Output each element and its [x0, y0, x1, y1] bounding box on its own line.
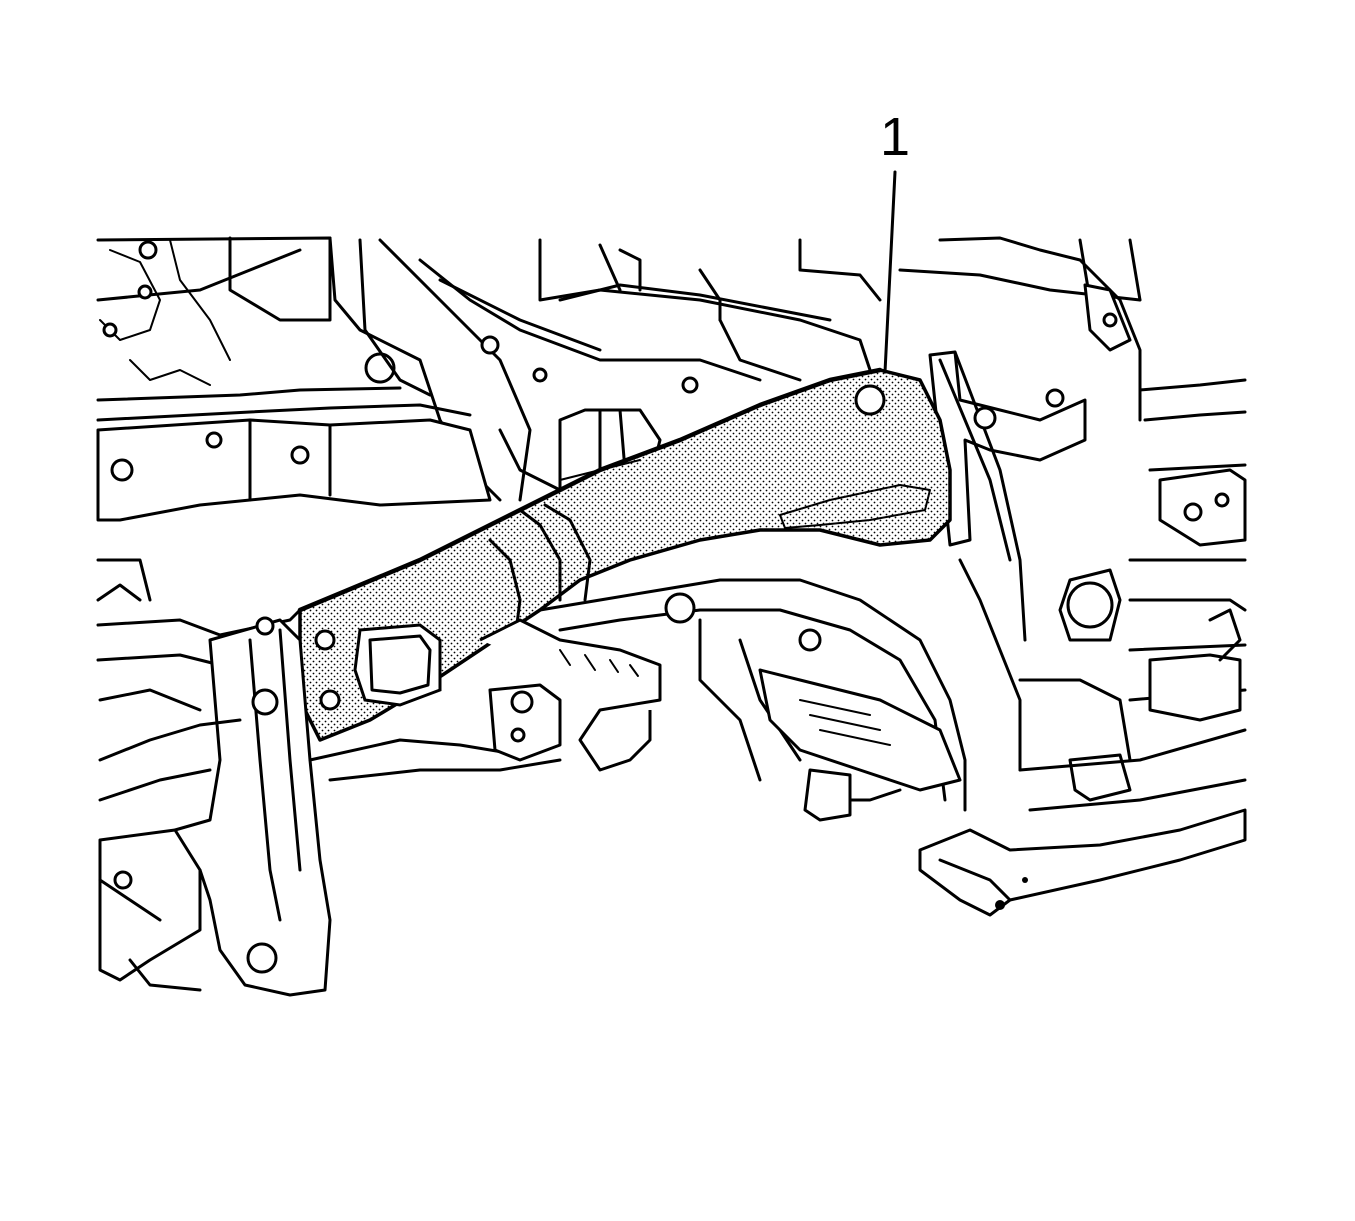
highlighted-frame-rail	[297, 367, 952, 742]
callout-1-leader	[883, 170, 897, 374]
lower-structure	[96, 558, 1247, 997]
callout-1-label: 1	[880, 107, 910, 167]
callout-1: 1	[880, 107, 910, 374]
